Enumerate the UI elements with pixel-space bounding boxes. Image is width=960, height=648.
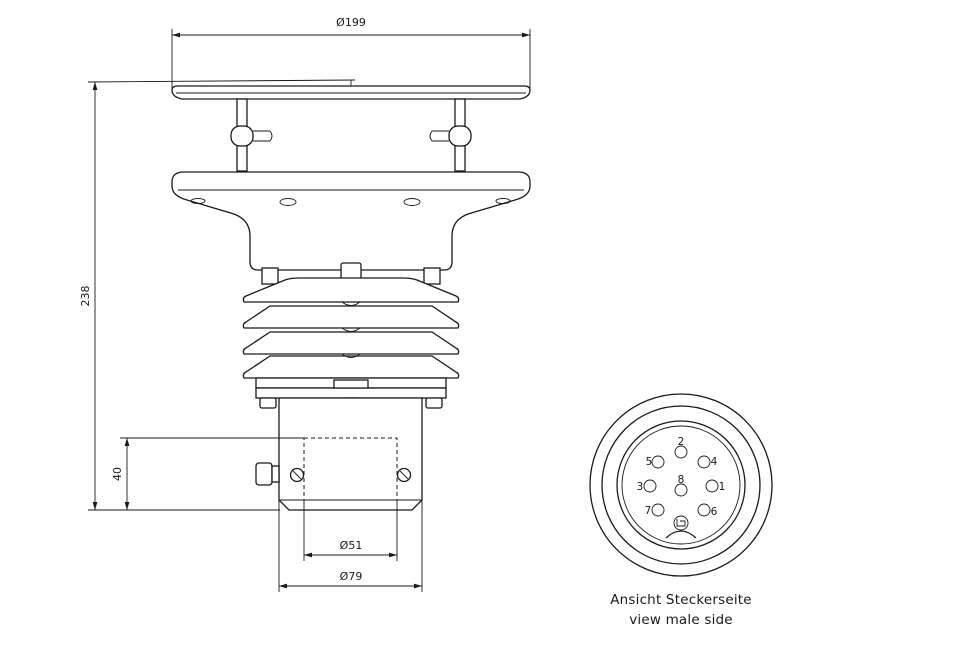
dimension-lines [87,29,531,592]
ground-pin-icon [673,515,689,531]
pin-7 [651,503,665,517]
support-posts [230,98,472,172]
dimension-labels: Ø199 238 40 Ø51 Ø79 [79,16,366,583]
pin-label: 8 [678,474,685,486]
pin-label: 6 [711,506,718,518]
caption-english: view male side [629,612,733,628]
lower-body [171,171,531,271]
pin-label: 2 [678,436,685,448]
pin-4 [697,455,711,469]
sensor-side-view [171,80,531,511]
dim-diameter-inner: Ø51 [340,539,363,552]
pin-label: 1 [719,481,726,493]
pin-label: 3 [637,481,644,493]
pin-8 [674,483,688,497]
pin-label: 5 [646,456,653,468]
connector-caption: Ansicht Steckerseite view male side [610,592,752,628]
top-cap [171,80,531,100]
pin-1 [705,479,719,493]
housing [278,397,423,511]
pin-6 [697,503,711,517]
pin-2 [674,445,688,459]
connector-end-view: 2 5 4 3 8 1 7 6 [589,393,773,577]
pin-label: 7 [645,505,652,517]
dim-total-height: 238 [79,286,92,307]
connector-pin-labels: 2 5 4 3 8 1 7 6 [637,436,726,518]
dim-diameter-top: Ø199 [336,16,366,29]
dim-diameter-housing: Ø79 [340,570,363,583]
dim-housing-height: 40 [111,467,124,481]
pin-label: 4 [711,456,718,468]
connector-pins [643,445,719,531]
pin-5 [651,455,665,469]
connector-plug [255,462,280,486]
pin-3 [643,479,657,493]
caption-german: Ansicht Steckerseite [610,592,752,608]
radiation-shield [242,262,460,399]
